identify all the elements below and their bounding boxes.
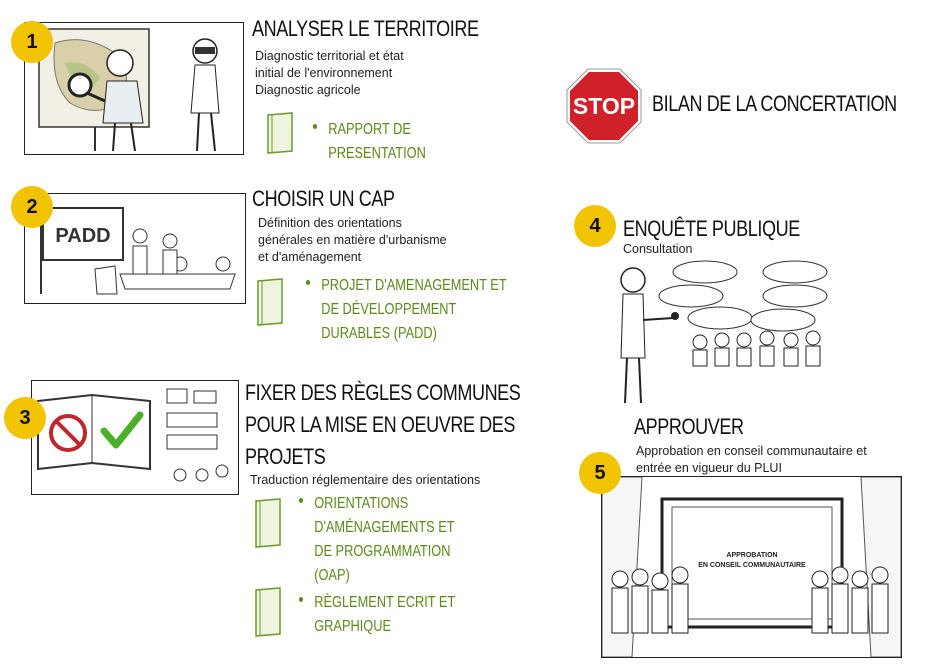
step4-title: ENQUÊTE PUBLIQUE — [623, 216, 800, 241]
step1-description: Diagnostic territorial et état initial d… — [255, 49, 404, 97]
stop-title: BILAN DE LA CONCERTATION — [652, 91, 897, 116]
stop-sign-icon: STOP — [565, 67, 643, 150]
step4-number-badge: 4 — [574, 205, 616, 247]
step5-illustration: APPROBATION EN CONSEIL COMMUNAUTAIRE — [601, 476, 902, 658]
step2-illustration: PADD — [24, 193, 246, 304]
step2-title: CHOISIR UN CAP — [252, 186, 395, 211]
step2-number-badge: 2 — [11, 186, 53, 228]
step4-description: Consultation — [623, 242, 693, 256]
approbation-screen-line2: EN CONSEIL COMMUNAUTAIRE — [698, 562, 806, 569]
step3-document-oap: ORIENTATIONS D'AMÉNAGEMENTS ET DE PROGRA… — [299, 492, 455, 588]
step1-illustration — [24, 22, 244, 155]
microphone-icon — [671, 312, 679, 320]
step1-number-badge: 1 — [11, 21, 53, 63]
step3-title: FIXER DES RÈGLES COMMUNES POUR LA MISE E… — [245, 380, 521, 469]
forbidden-icon — [49, 414, 87, 452]
step1-document: RAPPORT DE PRESENTATION — [313, 118, 426, 166]
step2-doc-book-icon — [254, 277, 288, 332]
step1-title: ANALYSER LE TERRITOIRE — [252, 16, 479, 41]
step3-doc2-book-icon — [252, 586, 286, 643]
step3-illustration — [31, 380, 239, 495]
approbation-screen-line1: APPROBATION — [726, 552, 777, 559]
step5-description: Approbation en conseil communautaire et … — [636, 444, 867, 475]
step3-number-badge: 3 — [4, 397, 46, 439]
step3-document-reglement: RÈGLEMENT ECRIT ET GRAPHIQUE — [299, 591, 455, 639]
step2-document: PROJET D'AMENAGEMENT ET DE DÉVELOPPEMENT… — [306, 274, 507, 346]
step5-number-badge: 5 — [579, 452, 621, 494]
step3-description: Traduction réglementaire des orientation… — [250, 473, 481, 487]
step5-title: APPROUVER — [634, 414, 744, 439]
checkmark-icon — [100, 411, 144, 449]
step1-doc-book-icon — [264, 111, 298, 160]
step4-illustration — [605, 258, 840, 415]
step2-description: Définition des orientations générales en… — [258, 216, 447, 264]
padd-board-label: PADD — [55, 225, 110, 247]
stop-sign-text: STOP — [573, 93, 635, 119]
step3-doc1-book-icon — [252, 497, 286, 554]
